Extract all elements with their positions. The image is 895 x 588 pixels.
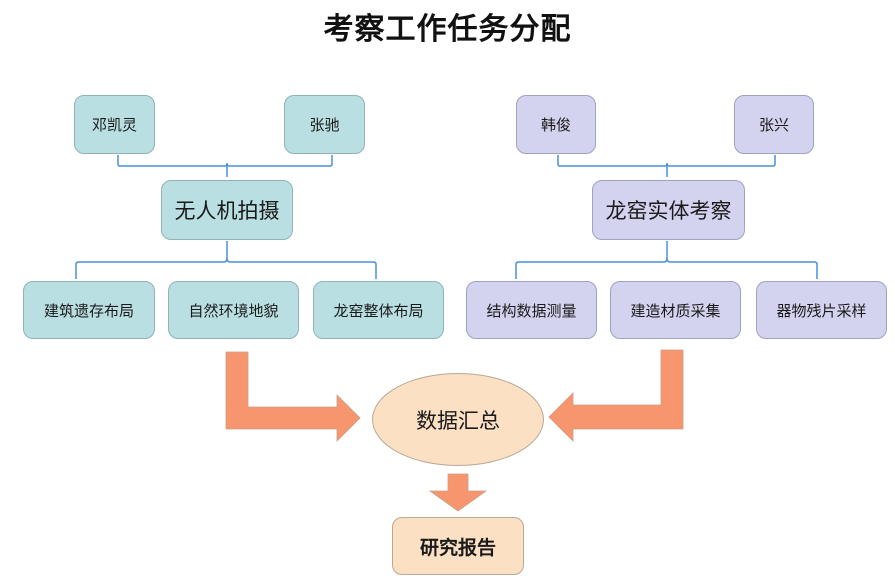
- connector-right-subtasks: [515, 257, 818, 279]
- summary-node: 数据汇总: [372, 373, 544, 466]
- subtask-label: 龙窑整体布局: [333, 301, 424, 320]
- member-node: 邓凯灵: [74, 95, 155, 154]
- subtask-node: 建筑遗存布局: [23, 281, 155, 339]
- subtask-node: 自然环境地貌: [168, 281, 299, 339]
- member-name: 邓凯灵: [91, 116, 137, 134]
- task-node-kiln-survey: 龙窑实体考察: [592, 180, 745, 240]
- task-node-drone: 无人机拍摄: [161, 180, 293, 240]
- task-label: 龙窑实体考察: [605, 199, 732, 223]
- member-node: 韩俊: [516, 95, 596, 154]
- member-name: 韩俊: [540, 116, 571, 134]
- summary-label: 数据汇总: [416, 408, 500, 433]
- arrow-summary-to-report: [428, 473, 488, 512]
- subtask-label: 建筑遗存布局: [43, 301, 134, 320]
- connector-left-subtasks: [75, 257, 377, 279]
- subtask-label: 自然环境地貌: [188, 301, 279, 320]
- report-label: 研究报告: [419, 536, 496, 559]
- subtask-label: 建造材质采集: [630, 301, 721, 320]
- member-node: 张兴: [734, 95, 814, 154]
- subtask-label: 器物残片采样: [776, 301, 867, 320]
- member-name: 张兴: [758, 116, 789, 134]
- subtask-node: 建造材质采集: [610, 281, 741, 339]
- member-node: 张驰: [284, 95, 365, 154]
- connector-right-members: [557, 155, 776, 167]
- connector-left-members: [117, 155, 333, 167]
- member-name: 张驰: [309, 116, 340, 134]
- diagram-title: 考察工作任务分配: [323, 12, 572, 47]
- subtask-label: 结构数据测量: [486, 301, 577, 320]
- subtask-node: 结构数据测量: [466, 281, 597, 339]
- arrow-left-to-summary: [225, 351, 361, 442]
- arrow-right-to-summary: [548, 349, 684, 442]
- report-node: 研究报告: [392, 517, 524, 575]
- subtask-node: 龙窑整体布局: [313, 281, 444, 339]
- task-label: 无人机拍摄: [174, 199, 280, 223]
- subtask-node: 器物残片采样: [756, 281, 887, 339]
